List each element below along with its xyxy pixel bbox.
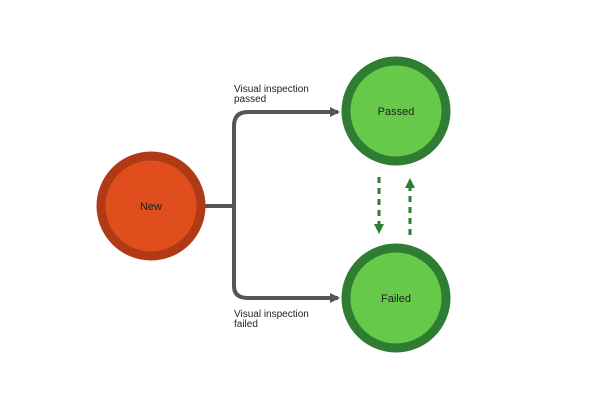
connector-lines (205, 107, 340, 303)
node-new[interactable]: New (96, 151, 206, 261)
node-failed-label: Failed (381, 293, 411, 305)
edge-label-passed-line2: passed (234, 94, 266, 105)
edge-label-passed-line1: Visual inspection (234, 84, 309, 95)
node-passed[interactable]: Passed (341, 56, 451, 166)
node-passed-label: Passed (378, 106, 415, 118)
node-new-label: New (140, 201, 162, 213)
node-new-circle (96, 151, 206, 261)
connector-to-passed (232, 107, 340, 206)
node-failed[interactable]: Failed (341, 243, 451, 353)
node-failed-circle (341, 243, 451, 353)
edge-label-failed-line2: failed (234, 319, 258, 330)
node-passed-circle (341, 56, 451, 166)
transition-arrows (374, 177, 415, 235)
edge-label-failed-line1: Visual inspection (234, 309, 309, 320)
connector-to-failed (232, 206, 340, 303)
